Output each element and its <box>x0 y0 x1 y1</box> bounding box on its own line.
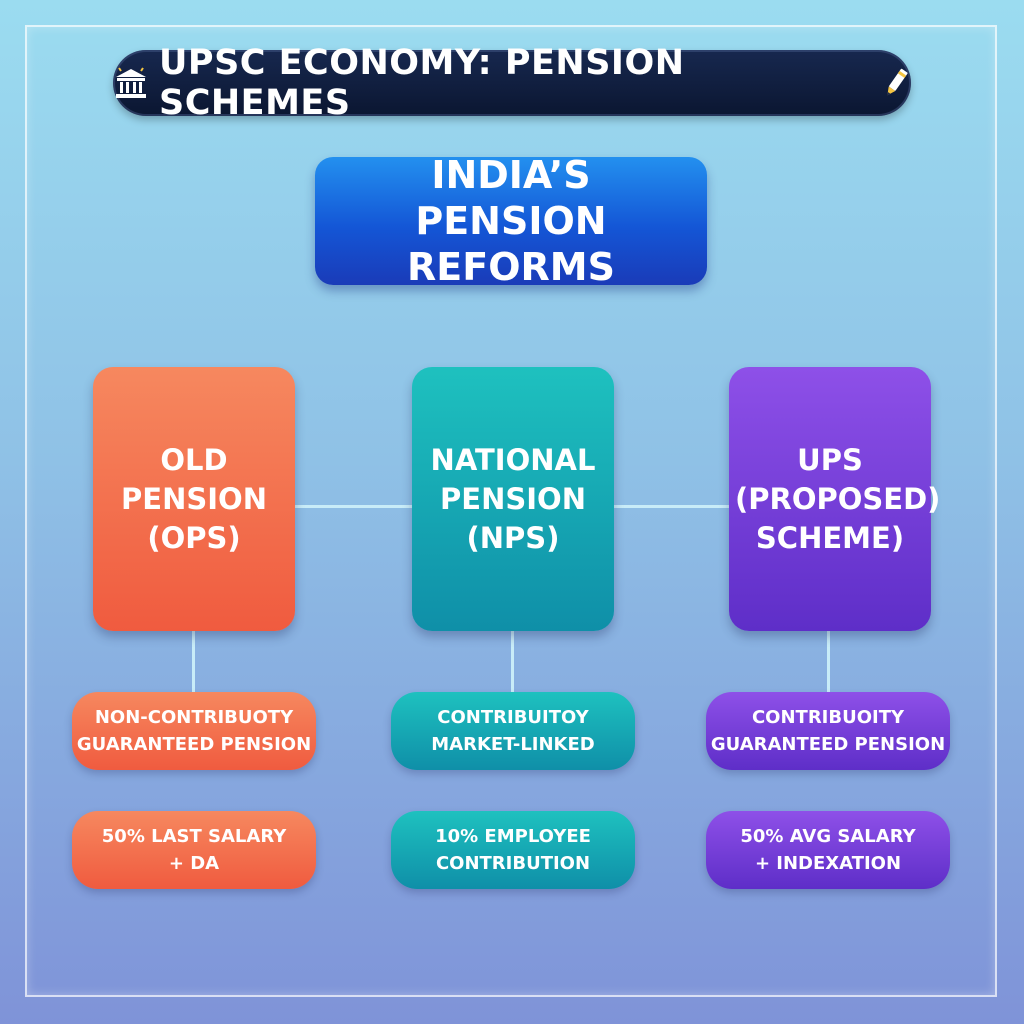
pencil-icon <box>887 68 908 96</box>
benefit-pill-ops: 50% LAST SALARY + DA <box>72 811 316 889</box>
scheme-card-ups: UPS (PROPOSED) SCHEME) <box>729 367 941 631</box>
scheme-title-ops: OLD PENSION (OPS) <box>121 442 267 555</box>
connector-nps-ups <box>614 505 730 508</box>
main-topic-box: INDIA’S PENSION REFORMS <box>315 153 707 289</box>
feature-pill-ups: CONTRIBUOITY GUARANTEED PENSION <box>706 692 950 770</box>
connector-ups-feature <box>827 631 830 693</box>
feature-pill-nps: CONTRIBUITOY MARKET-LINKED <box>391 692 635 770</box>
benefit-pill-ups: 50% AVG SALARY + INDEXATION <box>706 811 950 889</box>
feature-text-ups: CONTRIBUOITY GUARANTEED PENSION <box>710 707 946 755</box>
connector-ops-feature <box>192 631 195 693</box>
benefit-pill-nps: 10% EMPLOYEE CONTRIBUTION <box>391 811 635 889</box>
feature-pill-ops: NON-CONTRIBUOTY GUARANTEED PENSION <box>72 692 316 770</box>
banner-title: UPSC ECONOMY: PENSION SCHEMES <box>159 43 685 123</box>
benefit-text-nps: 10% EMPLOYEE CONTRIBUTION <box>435 826 591 874</box>
benefit-text-ops: 50% LAST SALARY + DA <box>101 826 287 874</box>
scheme-card-ops: OLD PENSION (OPS) <box>93 367 295 631</box>
government-building-icon <box>116 67 146 98</box>
scheme-title-nps: NATIONAL PENSION (NPS) <box>430 442 596 555</box>
outer-frame <box>25 25 997 997</box>
scheme-card-nps: NATIONAL PENSION (NPS) <box>412 367 614 631</box>
scheme-title-ups: UPS (PROPOSED) SCHEME) <box>735 442 941 555</box>
connector-nps-feature <box>511 631 514 693</box>
feature-text-nps: CONTRIBUITOY MARKET-LINKED <box>431 707 595 755</box>
header-banner: UPSC ECONOMY: PENSION SCHEMES <box>113 43 911 123</box>
feature-text-ops: NON-CONTRIBUOTY GUARANTEED PENSION <box>76 707 312 755</box>
connector-ops-nps <box>295 505 413 508</box>
benefit-text-ups: 50% AVG SALARY + INDEXATION <box>740 826 916 874</box>
main-topic-title: INDIA’S PENSION REFORMS <box>407 153 615 289</box>
